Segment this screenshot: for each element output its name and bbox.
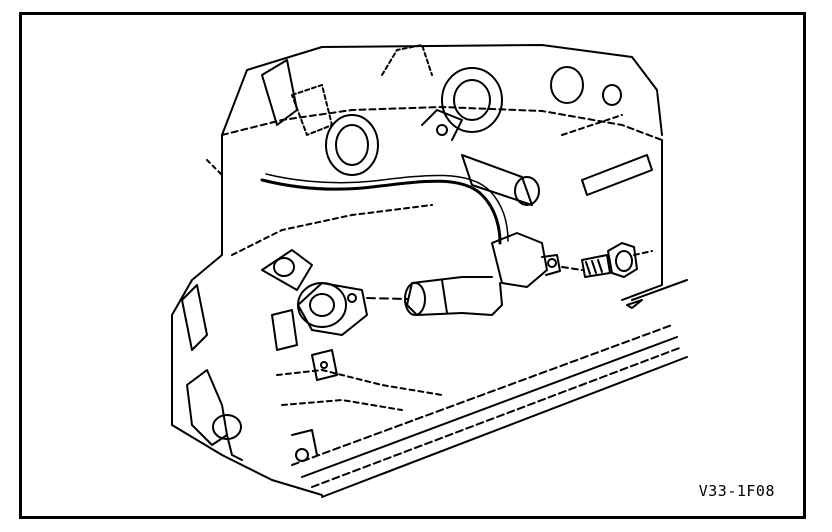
engine-illustration [171,44,688,498]
engine-block-icon [171,44,688,498]
crankshaft-position-sensor-icon [366,232,583,316]
sensor-harness-icon [260,178,502,245]
figure-code: V33-1F08 [698,482,775,500]
mounting-bolt-icon [581,242,653,278]
figure-frame: V33-1F08 [19,12,806,519]
